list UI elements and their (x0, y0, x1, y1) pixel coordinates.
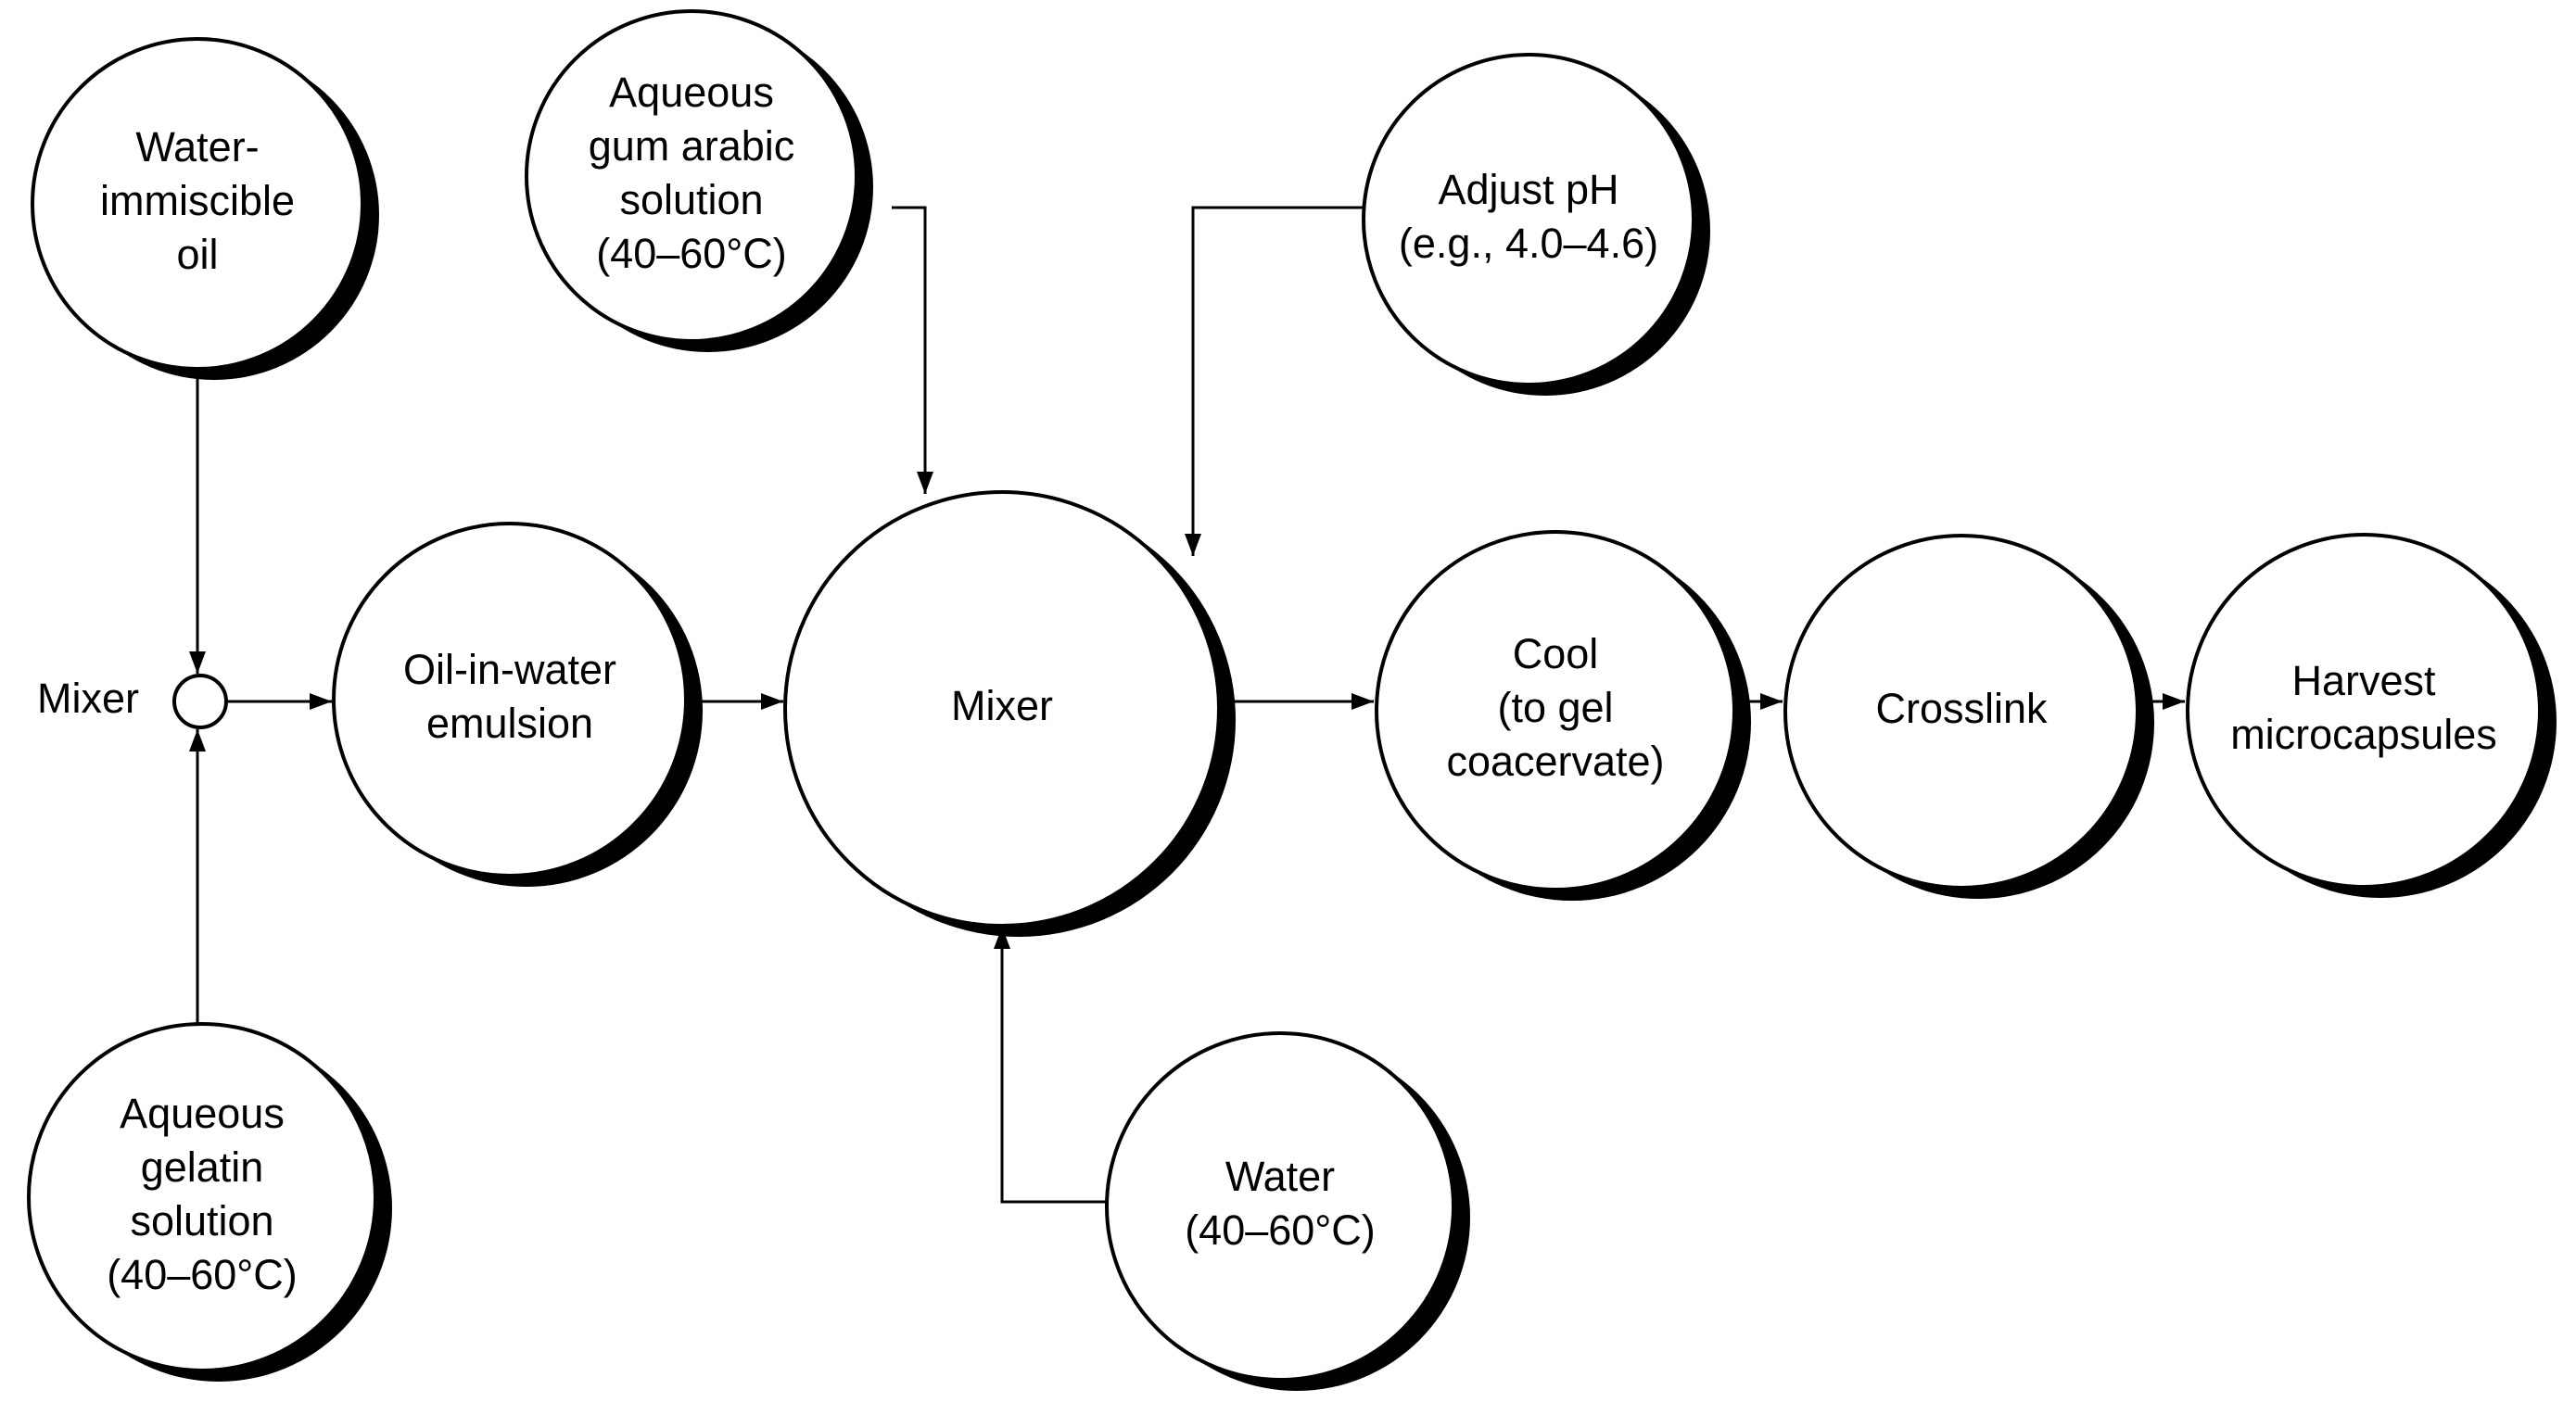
node-oil: Water-immiscible oil (31, 37, 379, 380)
edge-ph-to-mixer2 (1185, 206, 1364, 556)
node-circle (2186, 533, 2542, 889)
node-circle (1375, 530, 1736, 891)
node-circle (525, 9, 858, 343)
arrowhead (761, 693, 783, 710)
node-circle (1362, 53, 1695, 386)
node-mixer-label: Mixer (37, 675, 139, 722)
arrowhead (917, 472, 933, 494)
edge-emulsion-to-mixer2 (688, 693, 783, 710)
node-label-line: (40–60°C) (596, 230, 787, 277)
node-label-line: solution (130, 1197, 273, 1244)
arrowhead (310, 693, 332, 710)
node-label-line: coacervate) (1446, 738, 1664, 785)
edge-gelatin-to-mixer1 (189, 729, 206, 1024)
node-label-line: (40–60°C) (107, 1251, 298, 1298)
node-label-line: emulsion (426, 700, 593, 747)
node-gum: Aqueous gum arabic solution (40–60°C) (525, 9, 873, 352)
node-label-line: solution (619, 176, 763, 223)
node-label-line: Crosslink (1875, 685, 2048, 732)
arrowhead (2163, 693, 2185, 710)
node-emulsion: Oil-in-water emulsion (332, 522, 703, 887)
arrowhead (1351, 693, 1374, 710)
node-label-line: oil (176, 231, 218, 278)
node-label-line: Aqueous (609, 69, 774, 116)
node-water: Water (40–60°C) (1105, 1031, 1470, 1391)
node-label-line: gum arabic (589, 122, 795, 170)
node-label-line: Harvest (2291, 657, 2436, 704)
arrowhead (1760, 693, 1783, 710)
edge-oil-to-mixer1 (189, 369, 206, 674)
node-label-line: (to gel (1497, 684, 1613, 731)
edge-line (892, 206, 927, 494)
node-label-line: Oil-in-water (403, 646, 616, 693)
node-label-line: Aqueous (120, 1090, 285, 1137)
arrowhead (994, 927, 1010, 949)
node-label-line: Water- (135, 123, 259, 171)
mixer-junction-circle (172, 674, 228, 729)
node-label-line: (40–60°C) (1185, 1206, 1376, 1254)
node-harvest: Harvest microcapsules (2186, 533, 2557, 898)
edge-water-to-mixer2 (994, 927, 1107, 1204)
node-circle (1105, 1031, 1455, 1382)
node-label-line: Adjust pH (1438, 166, 1618, 213)
arrowhead (1185, 534, 1201, 556)
node-ph: Adjust pH (e.g., 4.0–4.6) (1362, 53, 1710, 396)
node-label-line: Water (1225, 1153, 1335, 1200)
node-label-line: Mixer (37, 675, 139, 722)
node-circle (31, 37, 364, 371)
node-cool: Cool (to gel coacervate) (1375, 530, 1751, 901)
edge-line (1000, 927, 1107, 1204)
node-circle (1783, 534, 2139, 890)
arrowhead (189, 651, 206, 674)
node-mixer2: Mixer (783, 490, 1236, 937)
node-label-line: gelatin (141, 1143, 264, 1191)
node-gelatin: Aqueous gelatin solution (40–60°C) (27, 1022, 392, 1382)
node-label-line: immiscible (100, 177, 295, 224)
node-label-line: Mixer (951, 682, 1053, 729)
arrowhead (189, 729, 206, 752)
node-label-line: Cool (1513, 630, 1599, 677)
node-circle (27, 1022, 377, 1372)
edge-mixer1-to-emulsion (227, 693, 332, 710)
node-circle (332, 522, 688, 878)
node-label-line: microcapsules (2230, 711, 2497, 758)
edge-gum-to-mixer2 (892, 206, 933, 494)
node-label-line: (e.g., 4.0–4.6) (1399, 220, 1658, 267)
node-circle (783, 490, 1221, 928)
node-crosslink: Crosslink (1783, 534, 2154, 899)
edge-line (1191, 206, 1364, 556)
edge-mixer2-to-cool (1220, 693, 1374, 710)
